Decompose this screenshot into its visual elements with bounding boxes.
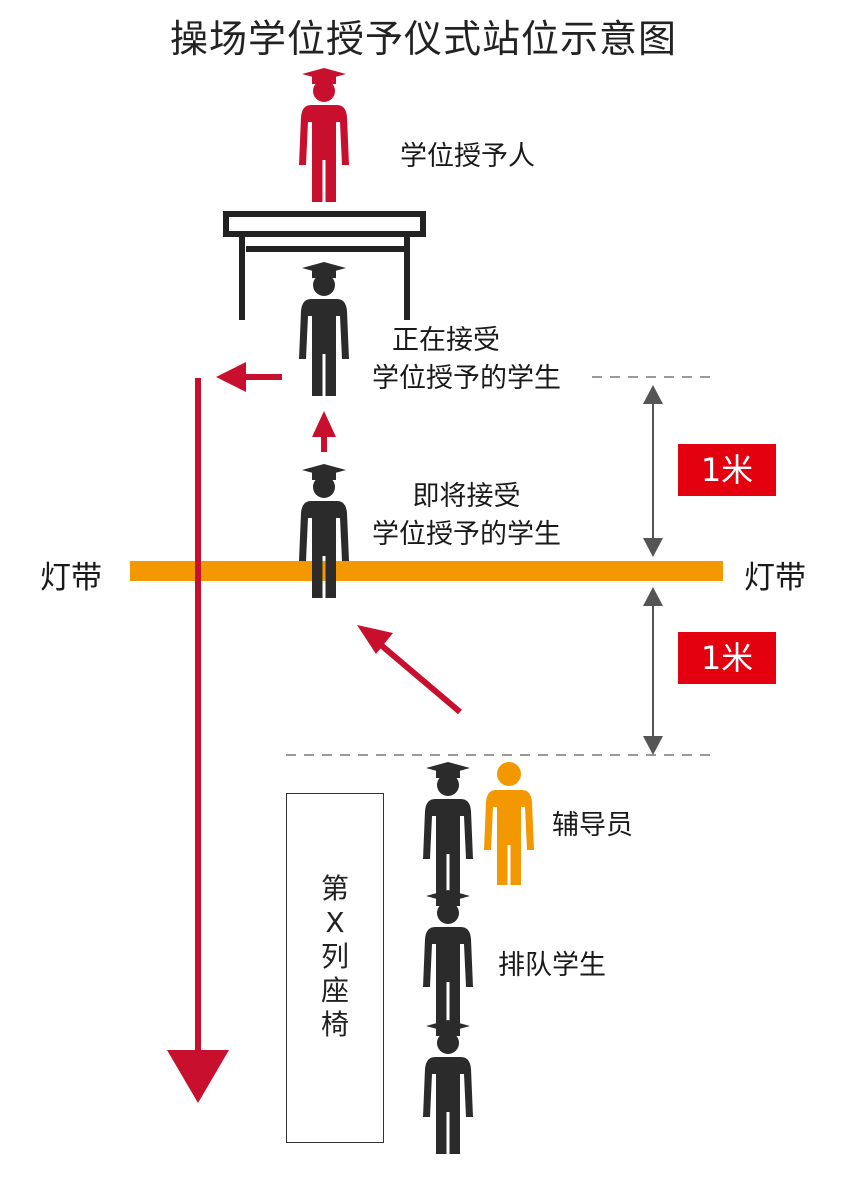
grantor-graduate-icon bbox=[299, 68, 349, 202]
grantor-label: 学位授予人 bbox=[400, 141, 535, 172]
podium-icon bbox=[223, 211, 426, 320]
counselor-label: 辅导员 bbox=[552, 810, 633, 841]
dimension-arrow-bottom bbox=[643, 587, 663, 755]
queue-student-icon bbox=[423, 1020, 473, 1154]
arrow-icon bbox=[167, 362, 462, 1103]
chair-row-label: 第 X 列 座 椅 bbox=[320, 872, 349, 1041]
distance-badge-bottom: 1米 bbox=[678, 632, 776, 684]
page-title: 操场学位授予仪式站位示意图 bbox=[169, 17, 677, 61]
queue-student-icon bbox=[423, 762, 473, 896]
receiving-label-line1: 正在接受 bbox=[392, 325, 500, 356]
queue-student-icon bbox=[423, 890, 473, 1024]
chair-row-box: 第 X 列 座 椅 bbox=[286, 793, 384, 1143]
next-label-line1: 即将接受 bbox=[412, 481, 521, 512]
next-student-label: 即将接受 学位授予的学生 bbox=[372, 478, 561, 554]
next-label-line2: 学位授予的学生 bbox=[372, 519, 561, 550]
queue-label: 排队学生 bbox=[498, 950, 606, 981]
light-strip bbox=[130, 561, 723, 581]
distance-badge-top: 1米 bbox=[678, 444, 776, 496]
dimension-arrow-top bbox=[643, 385, 663, 557]
light-strip-label-right: 灯带 bbox=[744, 560, 806, 596]
counselor-person-icon bbox=[484, 762, 534, 885]
receiving-student-label: 正在接受 学位授予的学生 bbox=[372, 322, 561, 398]
receiving-label-line2: 学位授予的学生 bbox=[372, 363, 561, 394]
light-strip-label-left: 灯带 bbox=[40, 560, 102, 596]
student-receiving-icon bbox=[299, 262, 349, 396]
